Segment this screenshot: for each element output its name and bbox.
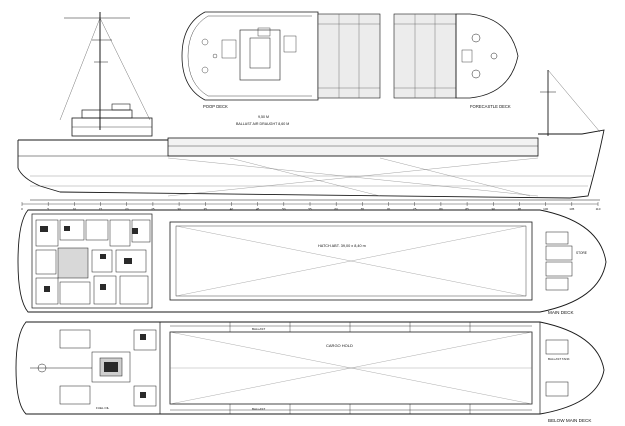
engine-dark-fixtures — [104, 334, 146, 398]
below-main-deck-label: BELOW MAIN DECK — [548, 418, 592, 423]
hold-diagonals-below — [169, 331, 533, 405]
frame-tick-label: 60 — [335, 207, 339, 211]
frame-tick-label: 10 — [73, 207, 77, 211]
frame-tick-label: 0 — [21, 207, 23, 211]
frame-tick-label: 100 — [543, 207, 548, 211]
store-label: STORE — [576, 251, 587, 255]
frame-tick-label: 15 — [99, 207, 103, 211]
frame-tick-label: 20 — [125, 207, 129, 211]
accommodation-rooms — [35, 219, 151, 305]
frame-tick-label: 30 — [177, 207, 181, 211]
hull-profile — [17, 12, 605, 201]
frame-tick-label: 45 — [256, 207, 260, 211]
air-draught-label-1: 9,50 M — [258, 115, 269, 119]
frame-tick-label: 95 — [518, 207, 522, 211]
hold-wing-tanks — [170, 322, 532, 414]
hold-diagonals-profile — [167, 157, 539, 197]
ballast-tank-label: BALLAST TANK — [548, 357, 570, 361]
main-deck-label: MAIN DECK — [548, 310, 574, 315]
frame-tick-label: 5 — [47, 207, 49, 211]
cargo-hold-label: CARGO HOLD — [326, 343, 353, 348]
poop-deck-plan — [181, 11, 319, 101]
poop-deck-label: POOP DECK — [203, 104, 228, 109]
frame-tick-label: 75 — [413, 207, 417, 211]
frame-tick-label: 85 — [465, 207, 469, 211]
frame-tick-label: 35 — [204, 207, 208, 211]
ballast-label-lower: BALLAST — [252, 407, 265, 411]
main-deck-plan — [17, 209, 607, 313]
frame-tick-label: 40 — [230, 207, 234, 211]
fuel-oil-label: FUEL OIL — [96, 406, 110, 410]
frame-tick-label: 110 — [596, 207, 601, 211]
frame-scale-labels: 0 5 10 15 20 25 30 35 40 45 50 55 60 65 70 75 80 85 90 95 10… — [21, 207, 601, 211]
hatch-cover-seams — [318, 14, 456, 98]
frame-tick-label: 55 — [308, 207, 312, 211]
hatch-label: HATCH ABT. 39,00 x 8,40 m — [318, 244, 366, 248]
engine-room-machinery — [30, 329, 157, 407]
frame-tick-label: 80 — [439, 207, 443, 211]
ballast-label-upper: BALLAST — [252, 327, 265, 331]
frame-scale — [21, 202, 599, 206]
frame-tick-label: 105 — [569, 207, 574, 211]
fore-peak-below — [545, 339, 569, 397]
frame-tick-label: 90 — [492, 207, 496, 211]
frame-tick-label: 25 — [151, 207, 155, 211]
accommodation-dark-fixtures — [40, 226, 138, 292]
frame-tick-label: 65 — [361, 207, 365, 211]
forecastle-deck-plan — [455, 13, 519, 99]
hatch-covers-upper — [317, 13, 457, 99]
forecastle-stores-main — [545, 231, 573, 291]
forecastle-deck-label: FORECASTLE DECK — [470, 104, 511, 109]
frame-tick-label: 70 — [387, 207, 391, 211]
hatch-diagonals-main — [175, 225, 527, 297]
air-draught-label-2: BALLAST AIR DRAUGHT 8,60 M — [236, 122, 289, 126]
frame-tick-label: 50 — [282, 207, 286, 211]
